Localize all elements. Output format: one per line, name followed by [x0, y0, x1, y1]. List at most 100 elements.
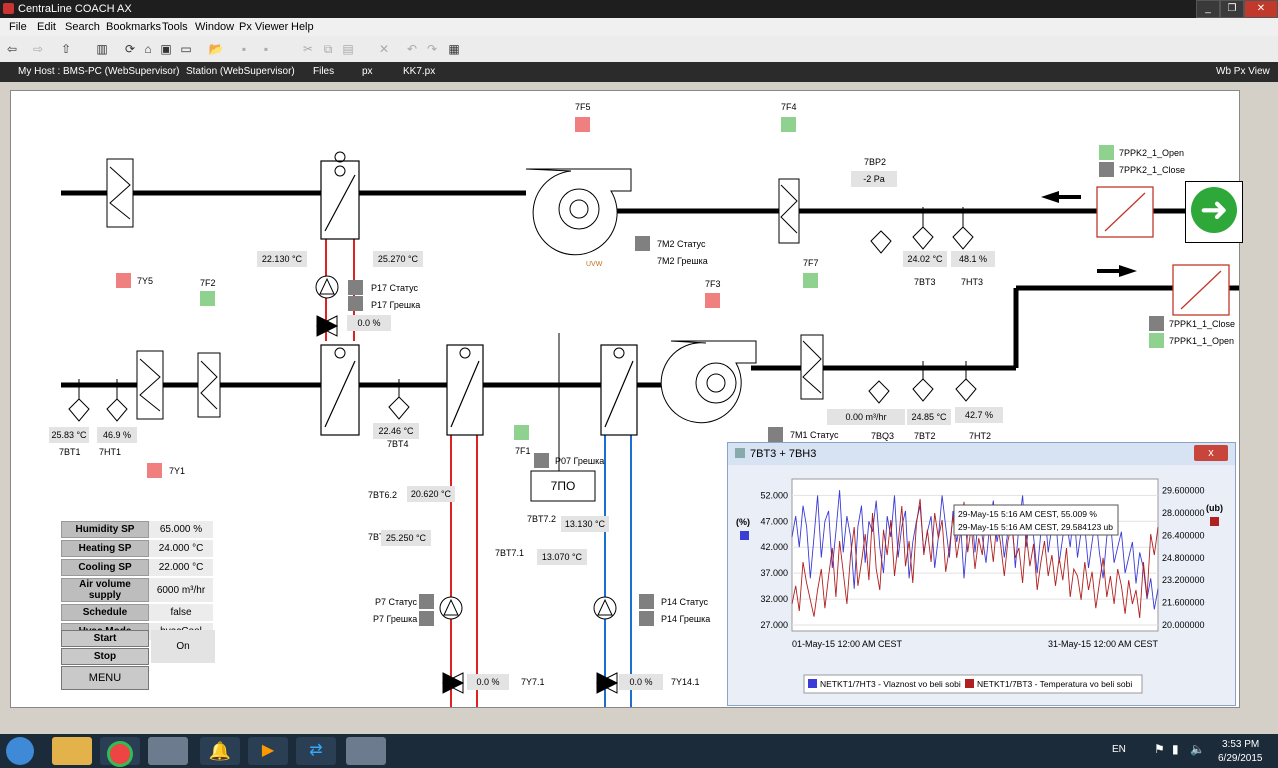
clock-date[interactable]: 6/29/2015 [1218, 753, 1263, 764]
ht2-value: 42.7 % [955, 407, 1003, 423]
sidebar-icon[interactable]: ▥ [96, 42, 108, 56]
app-icon [3, 3, 14, 14]
setpoint-value[interactable]: 6000 m³/hr [149, 578, 213, 602]
crumb-px[interactable]: px [362, 66, 373, 77]
chart-window-titlebar[interactable]: 7BT3 + 7BH3 x [728, 443, 1235, 465]
crumb-station[interactable]: Station (WebSupervisor) [186, 66, 295, 77]
crumb-host[interactable]: My Host : BMS-PC (WebSupervisor) [18, 66, 180, 77]
status-f7 [803, 273, 818, 288]
start-orb-icon[interactable] [6, 737, 34, 765]
menu-px-viewer[interactable]: Px Viewer [239, 21, 289, 33]
label-bt62: 7BT6.2 [368, 490, 398, 500]
menu-search[interactable]: Search [65, 21, 100, 33]
label-f5: 7F5 [575, 102, 591, 112]
toolbar: ⇦ ⇨ ⇧ ▥ ⟳ ⌂ ▣ ▭ 📂 ▪ ▪ ✂ ⧉ ▤ ✕ ↶ ↷ ▦ [0, 36, 1278, 63]
label-bt3: 7BT3 [914, 277, 936, 287]
teamviewer-icon[interactable]: ⇄ [296, 737, 336, 765]
chart-close-button[interactable]: x [1194, 445, 1228, 461]
menu-window[interactable]: Window [195, 21, 235, 33]
right-tick-label: 26.400000 [1162, 530, 1205, 540]
delete-icon[interactable]: ✕ [378, 42, 390, 56]
right-axis-ticks: 29.60000028.00000026.40000024.80000023.2… [1162, 486, 1205, 630]
coils [320, 160, 638, 436]
flag-icon[interactable]: ⚑ [1154, 742, 1165, 756]
tooltip-line: 29-May-15 5:16 AM CEST, 29.584123 ub [958, 522, 1113, 532]
run-state: On [151, 630, 215, 663]
label-ht1: 7HT1 [99, 447, 122, 457]
menu-file[interactable]: File [9, 21, 27, 33]
home-icon[interactable]: ⌂ [144, 42, 152, 56]
navigate-arrow-button[interactable]: ➜ [1185, 181, 1243, 243]
forward-icon[interactable]: ⇨ [32, 42, 44, 56]
redo-icon[interactable]: ↷ [426, 42, 438, 56]
bq3-value: 0.00 m³/hr [827, 409, 905, 425]
chrome-logo-icon [107, 741, 133, 767]
menu-tools[interactable]: Tools [162, 21, 188, 33]
back-icon[interactable]: ⇦ [6, 42, 18, 56]
menu-button[interactable]: MENU [61, 666, 149, 690]
crumb-file[interactable]: KK7.px [403, 66, 436, 77]
window-title: CentraLine COACH AX [18, 3, 132, 15]
setpoint-value[interactable]: 65.000 % [149, 521, 213, 538]
stop-button[interactable]: Stop [61, 648, 149, 665]
label-f3: 7F3 [705, 279, 721, 289]
taskbar: 🔔 ▶ ⇄ EN ⚑ ▮ 🔈 3:53 PM 6/29/2015 [0, 734, 1278, 768]
m2-fault-label: 7M2 Грешка [657, 256, 708, 266]
label-f4: 7F4 [781, 102, 797, 112]
bp2-value: -2 Pa [851, 171, 897, 187]
setpoint-label: Cooling SP [61, 559, 149, 576]
explorer-icon[interactable] [52, 737, 92, 765]
view-selector[interactable]: Wb Px View [1216, 66, 1270, 77]
start-button[interactable]: Start [61, 630, 149, 647]
setpoint-value[interactable]: false [149, 604, 213, 621]
bt2-value: 24.85 °C [907, 409, 951, 425]
label-bt71: 7BT7.1 [495, 548, 525, 558]
crumb-files[interactable]: Files [313, 66, 335, 77]
copy-icon[interactable]: ⧉ [323, 42, 333, 56]
legend-entry: NETKT1/7HT3 - Vlaznost vo beli sobi [820, 679, 961, 689]
edit-px-icon[interactable]: ▦ [448, 42, 460, 56]
notify-bell-icon[interactable]: 🔔 [200, 737, 240, 765]
ht1-value: 46.9 % [97, 427, 137, 443]
paint-icon[interactable] [346, 737, 386, 765]
close-button[interactable]: ✕ [1244, 0, 1278, 18]
left-tick-label: 52.000 [760, 490, 788, 500]
chrome-icon[interactable] [100, 737, 140, 767]
ppk2-close-indicator [1099, 162, 1114, 177]
paste-icon[interactable]: ▤ [342, 42, 354, 56]
station-icon[interactable]: ▣ [160, 42, 172, 56]
label-y5: 7Y5 [137, 276, 154, 286]
right-tick-label: 24.800000 [1162, 553, 1205, 563]
clock-time[interactable]: 3:53 PM [1222, 739, 1260, 750]
up-icon[interactable]: ⇧ [60, 42, 72, 56]
volume-icon[interactable]: 🔈 [1190, 742, 1205, 756]
network-icon[interactable]: ▮ [1172, 742, 1179, 756]
p7-fault-label: P7 Грешка [373, 614, 418, 624]
menu-bookmarks[interactable]: Bookmarks [106, 21, 162, 33]
setpoint-value[interactable]: 24.000 °C [149, 540, 213, 557]
setpoint-label: Humidity SP [61, 521, 149, 538]
save-all-icon[interactable]: ▪ [263, 42, 269, 56]
setpoint-value[interactable]: 22.000 °C [149, 559, 213, 576]
monitor-icon[interactable]: ▭ [180, 42, 192, 56]
menu-help[interactable]: Help [291, 21, 314, 33]
open-folder-icon[interactable]: 📂 [208, 42, 224, 56]
save-icon[interactable]: ▪ [241, 42, 247, 56]
bt62-value: 20.620 °C [407, 486, 455, 502]
p14-fault-label: P14 Грешка [661, 614, 711, 624]
media-player-icon[interactable]: ▶ [248, 737, 288, 765]
cut-icon[interactable]: ✂ [302, 42, 314, 56]
coach-app-icon[interactable] [148, 737, 188, 765]
p17-status-indicator [348, 280, 363, 295]
minimize-button[interactable]: _ [1196, 0, 1220, 18]
refresh-icon[interactable]: ⟳ [124, 42, 136, 56]
hvac-diagram [61, 151, 1239, 707]
maximize-button[interactable]: ❐ [1220, 0, 1244, 18]
language-indicator[interactable]: EN [1112, 744, 1126, 755]
left-tick-label: 37.000 [760, 568, 788, 578]
menu-edit[interactable]: Edit [37, 21, 56, 33]
undo-icon[interactable]: ↶ [406, 42, 418, 56]
